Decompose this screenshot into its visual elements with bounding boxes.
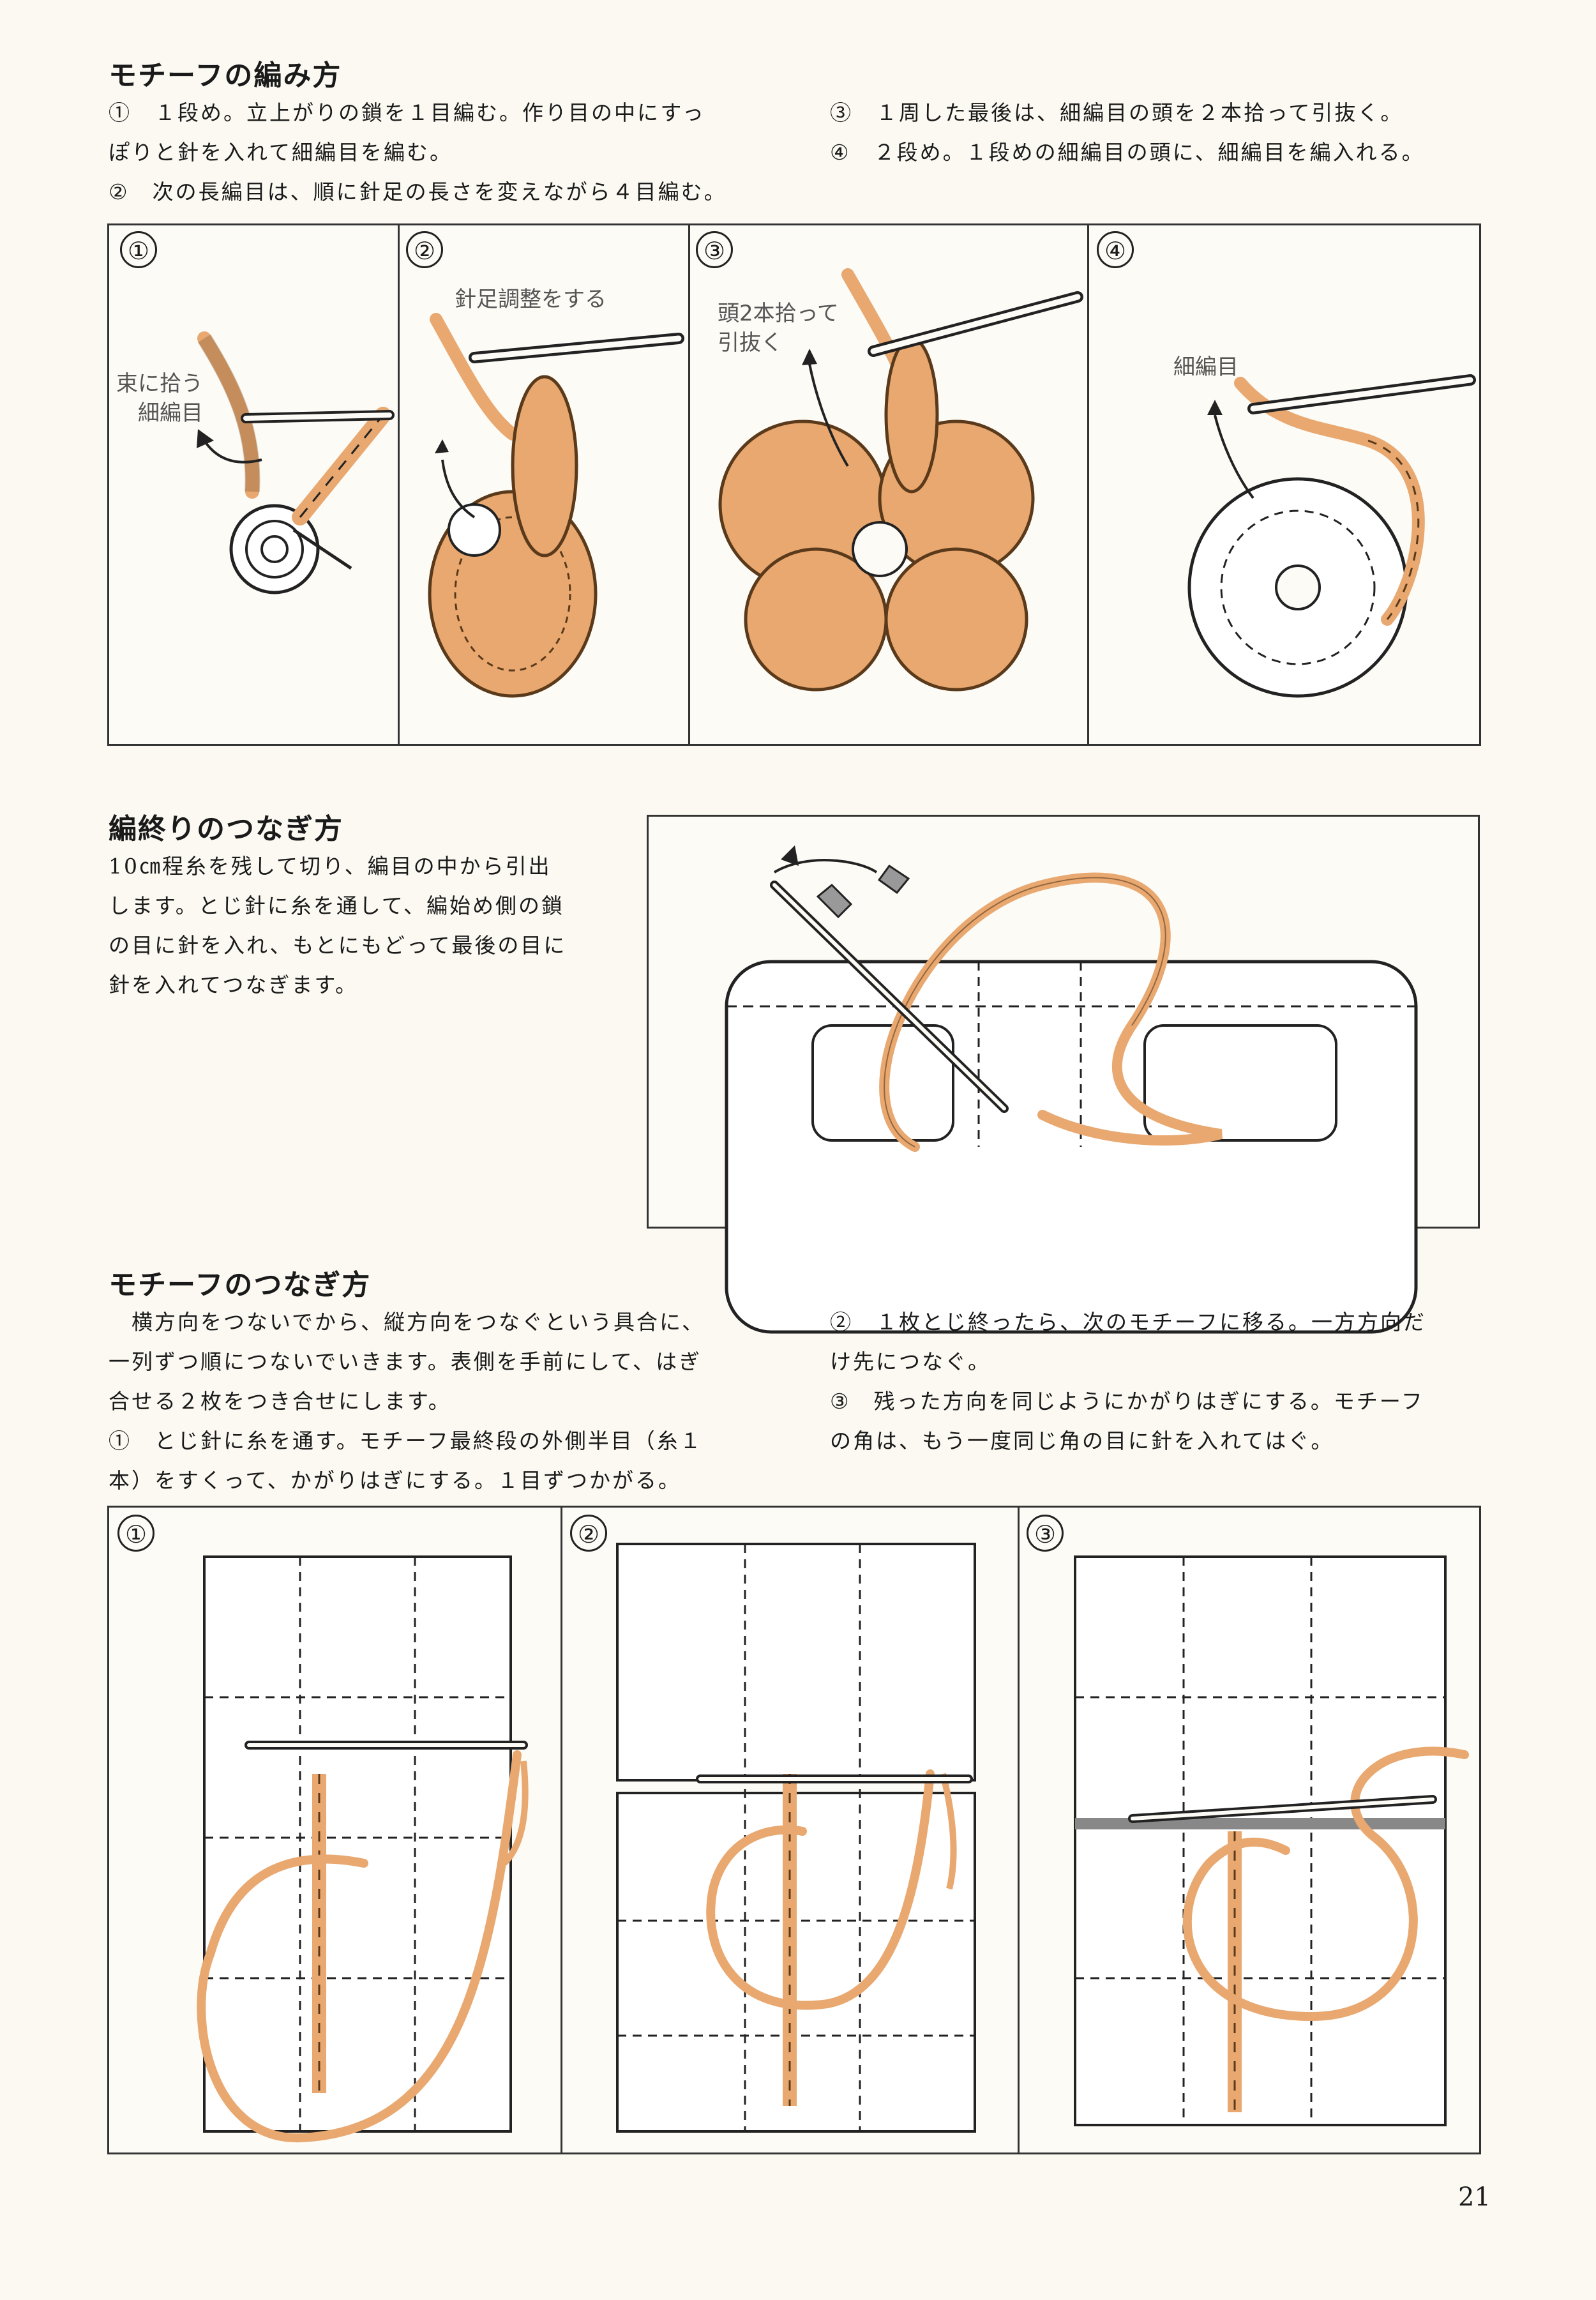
finishing-join-illustration [725, 845, 1418, 1334]
crochet-ring-illustration [197, 331, 395, 594]
section3-heading: モチーフのつなぎ方 [109, 1269, 372, 1301]
panel-number: ③ [696, 231, 733, 268]
join-step-3-illustration [1074, 1555, 1469, 2126]
panel-label: 細編目 [1173, 354, 1238, 380]
join-step-2-illustration [616, 1543, 976, 2133]
page-number: 21 [1458, 2183, 1491, 2212]
section1-steps-right: ③ １周した最後は、細編目の頭を２本拾って引抜く。 ④ ２段め。１段めの細編目の… [830, 100, 1425, 165]
section3-text-left: 横方向をつないでから、縦方向をつなぐという具合に、 一列ずつ順につないでいきます… [109, 1310, 705, 1493]
panel-label: 束に拾う 細編目 [116, 371, 203, 426]
section1-steps-left: ① １段め。立上がりの鎖を１目編む。作り目の中にすっ ぽりと針を入れて細編目を編… [109, 100, 727, 204]
panel-number: ② [406, 231, 443, 268]
panel-number: ① [120, 231, 157, 268]
section1-heading: モチーフの編み方 [109, 59, 342, 92]
section3-text-right: ② １枚とじ終ったら、次のモチーフに移る。一方方向だ け先につなぐ。 ③ 残った… [830, 1310, 1427, 1453]
panel-number: ② [570, 1515, 607, 1552]
section2-heading: 編終りのつなぎ方 [109, 813, 343, 845]
panel-number: ③ [1027, 1515, 1064, 1552]
panel-label: 頭2本拾って 引抜く [718, 301, 839, 356]
section2-text: 10㎝程糸を残して切り、編目の中から引出 します。とじ針に糸を通して、編始め側の… [109, 854, 567, 997]
crochet-round-illustration [1187, 374, 1476, 698]
panel-label: 針足調整をする [455, 287, 606, 312]
panel-number: ① [117, 1515, 154, 1552]
crochet-flower-illustration [718, 268, 1083, 692]
crochet-petal-illustration [428, 313, 684, 698]
panel-number: ④ [1097, 231, 1134, 268]
join-step-1-illustration [197, 1555, 529, 2143]
